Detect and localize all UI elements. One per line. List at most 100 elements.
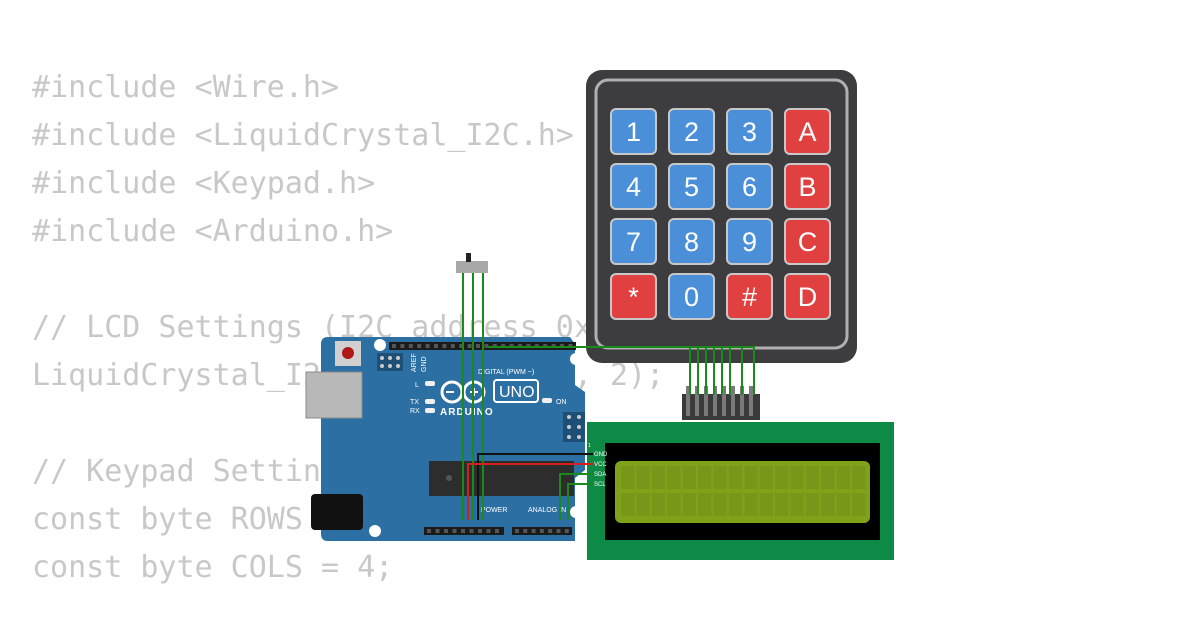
header-pin — [459, 344, 464, 348]
keypad-key[interactable]: C — [784, 218, 831, 265]
lcd-cell — [759, 466, 773, 489]
keypad-key-label: 3 — [742, 117, 757, 147]
keypad-key-label: * — [628, 282, 639, 312]
keypad-key-label: 9 — [742, 227, 757, 257]
lcd-character-cells — [621, 466, 866, 516]
keypad-key[interactable]: 0 — [668, 273, 715, 320]
chip-notch — [446, 475, 452, 481]
keypad-key-face — [668, 273, 715, 320]
keypad-key[interactable]: * — [610, 273, 657, 320]
keypad-key-label: 7 — [626, 227, 641, 257]
keypad-key-face — [610, 218, 657, 265]
header-pin — [435, 529, 440, 533]
keypad-header — [682, 386, 760, 420]
switch-lever[interactable] — [466, 253, 471, 262]
lcd-cell — [621, 493, 635, 516]
header-pin — [425, 344, 430, 348]
header-pin — [548, 529, 553, 533]
lcd-cell — [713, 466, 727, 489]
lcd-1602-i2c[interactable]: 1 GND VCC SDA SCL — [587, 422, 894, 560]
keypad-key[interactable]: D — [784, 273, 831, 320]
keypad-key[interactable]: 8 — [668, 218, 715, 265]
keypad-key-label: 6 — [742, 172, 757, 202]
lcd-cell — [651, 466, 666, 489]
header-pin — [556, 529, 561, 533]
lcd-cell — [775, 466, 789, 489]
lcd-cell — [790, 493, 804, 516]
icsp-pins — [380, 356, 400, 368]
keypad-key[interactable]: 1 — [610, 108, 657, 155]
lcd-cell — [698, 493, 712, 516]
icsp-usb-header — [377, 353, 403, 371]
header-pin — [408, 344, 413, 348]
keypad-key-face — [726, 218, 773, 265]
led-rx-label: RX — [410, 408, 420, 415]
led-l-label: L — [415, 382, 419, 389]
lcd-cell — [759, 493, 773, 516]
lcd-cell — [790, 466, 804, 489]
aref-label: AREF — [411, 353, 418, 372]
keypad-header-pin — [713, 386, 717, 416]
lcd-cell — [805, 466, 820, 489]
lcd-pin-vcc: VCC — [594, 462, 607, 468]
lcd-cell — [805, 493, 820, 516]
switch-body — [456, 261, 488, 273]
slide-switch[interactable] — [456, 253, 488, 273]
keypad-key-face — [610, 273, 657, 320]
header-pin — [461, 529, 465, 533]
keypad-key[interactable]: 7 — [610, 218, 657, 265]
keypad-key-label: C — [798, 227, 818, 257]
lcd-cell — [836, 493, 850, 516]
keypad-key[interactable]: 6 — [726, 163, 773, 210]
keypad-key-label: 1 — [626, 117, 641, 147]
keypad-header-pin — [740, 386, 744, 416]
lcd-cell — [852, 466, 866, 489]
keypad-key[interactable]: B — [784, 163, 831, 210]
keypad-key-label: 5 — [684, 172, 699, 202]
arduino-logo-text: ARDUINO — [440, 407, 494, 418]
keypad-key-face — [784, 163, 831, 210]
power-label: POWER — [481, 507, 507, 514]
lcd-i2c-pin-labels: 1 GND VCC SDA SCL — [588, 443, 608, 488]
code-line: #include <Keypad.h> — [32, 166, 376, 201]
keypad-key[interactable]: 3 — [726, 108, 773, 155]
header-pin — [417, 344, 422, 348]
lcd-cell — [744, 466, 758, 489]
lcd-cell — [682, 466, 696, 489]
mount-hole — [570, 353, 582, 365]
header-pin — [392, 344, 396, 348]
arduino-uno[interactable]: AREF GND DIGITAL (PWM ~) L TX RX ON UNO … — [305, 337, 585, 541]
wire — [567, 483, 593, 520]
led-rx — [425, 408, 435, 413]
lcd-cell — [651, 493, 666, 516]
header-pin — [495, 529, 499, 533]
keypad-key[interactable]: 5 — [668, 163, 715, 210]
lcd-cell — [713, 493, 727, 516]
keypad-key[interactable]: A — [784, 108, 831, 155]
keypad-header-pin — [686, 386, 690, 416]
header-pin — [434, 344, 438, 348]
keypad-key-label: 8 — [684, 227, 699, 257]
header-pin — [450, 344, 455, 348]
keypad-key[interactable]: 2 — [668, 108, 715, 155]
header-pin — [523, 529, 528, 533]
code-line: #include <Arduino.h> — [32, 214, 394, 249]
header-pin — [452, 529, 457, 533]
lcd-cell — [821, 493, 835, 516]
header-pin — [400, 344, 405, 348]
lcd-cell — [667, 493, 681, 516]
keypad-key[interactable]: 4 — [610, 163, 657, 210]
keypad-header-block — [682, 394, 760, 420]
header-pin — [484, 344, 489, 348]
wire — [467, 463, 593, 520]
keypad-key-face — [668, 163, 715, 210]
header-pin — [467, 344, 472, 348]
code-line: #include <Wire.h> — [32, 70, 340, 105]
lcd-cell — [836, 466, 850, 489]
lcd-cell — [636, 466, 650, 489]
lcd-cell — [667, 466, 681, 489]
keypad-key[interactable]: # — [726, 273, 773, 320]
keypad-key[interactable]: 9 — [726, 218, 773, 265]
